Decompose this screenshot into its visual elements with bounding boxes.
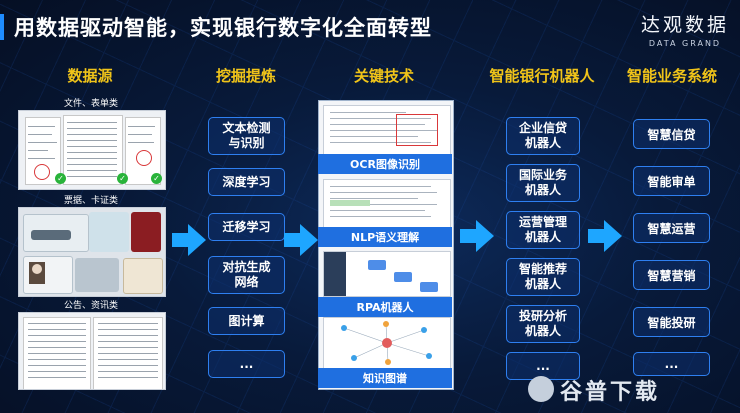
system-item-label: 智慧信贷 (647, 127, 696, 142)
system-item-label: 智慧营销 (647, 268, 696, 283)
logo-name-cn: 达观数据 (640, 14, 729, 36)
system-item-smart-marketing: 智慧营销 (633, 260, 710, 290)
robot-item-label: 企业信贷 机器人 (518, 121, 567, 150)
system-item-label: 智慧运营 (647, 221, 696, 236)
arrow-right-icon (172, 224, 206, 256)
mining-item-graph-computing: 图计算 (208, 307, 285, 335)
column-heading-robots: 智能银行机器人 (489, 67, 595, 85)
mining-item-deep-learning: 深度学习 (208, 168, 285, 196)
system-item-smart-investment: 智能投研 (633, 307, 710, 337)
ocr-screenshot (323, 105, 451, 157)
title-accent-bar (0, 14, 4, 40)
source-image-bills-cards (18, 207, 166, 297)
arrow-right-icon (460, 220, 494, 252)
mining-item-transfer-learning: 迁移学习 (208, 213, 285, 241)
system-item-label: 智能审单 (647, 174, 696, 189)
robot-item-international: 国际业务 机器人 (506, 164, 580, 202)
knowledge-graph-screenshot (323, 317, 451, 369)
arrow-right-icon (284, 224, 318, 256)
robot-item-label: 国际业务 机器人 (518, 168, 567, 197)
column-heading-mining: 挖掘提炼 (215, 67, 276, 85)
source-image-announcements (18, 312, 166, 390)
robot-item-corporate-credit: 企业信贷 机器人 (506, 117, 580, 155)
logo-name-en: DATA GRAND (648, 39, 722, 48)
robot-item-label: 运营管理 机器人 (518, 215, 567, 244)
robot-item-label: 智能推荐 机器人 (518, 262, 567, 291)
mining-item-more: ... (208, 350, 285, 378)
source-label-announcements: 公告、资讯类 (63, 301, 118, 311)
robot-item-label: ... (536, 358, 550, 373)
mining-item-label: 图计算 (228, 313, 265, 328)
watermark-text: 谷普下载 (560, 380, 661, 405)
robot-item-research-analysis: 投研分析 机器人 (506, 305, 580, 343)
brand-logo: 达观数据 DATA GRAND (640, 10, 730, 48)
check-icon: ✓ (117, 173, 128, 184)
tech-label-ocr: OCR图像识别 (318, 154, 452, 174)
system-item-more: ... (633, 352, 710, 376)
arrow-right-icon (588, 220, 622, 252)
mining-item-label: ... (239, 356, 254, 371)
system-item-smart-operations: 智慧运营 (633, 213, 710, 243)
source-label-forms: 文件、表单类 (63, 99, 118, 109)
rpa-screenshot (323, 251, 451, 297)
column-heading-data-sources: 数据源 (67, 67, 113, 85)
mining-item-label: 迁移学习 (222, 219, 271, 234)
source-label-bills-cards: 票据、卡证类 (63, 196, 118, 206)
nlp-screenshot (323, 179, 451, 231)
check-icon: ✓ (55, 173, 66, 184)
check-icon: ✓ (151, 173, 162, 184)
robot-item-operations: 运营管理 机器人 (506, 211, 580, 249)
column-heading-systems: 智能业务系统 (626, 67, 717, 85)
system-item-label: ... (664, 357, 679, 371)
robot-item-recommendation: 智能推荐 机器人 (506, 258, 580, 296)
system-item-smart-credit: 智慧信贷 (633, 119, 710, 149)
mining-item-label: 文本检测 与识别 (222, 121, 271, 150)
robot-item-label: 投研分析 机器人 (518, 309, 567, 338)
system-item-smart-review: 智能审单 (633, 166, 710, 196)
watermark-logo-icon (528, 376, 554, 402)
mining-item-label: 对抗生成 网络 (222, 260, 271, 289)
tech-label-nlp: NLP语义理解 (318, 227, 452, 247)
page-title: 用数据驱动智能，实现银行数字化全面转型 (14, 16, 432, 40)
mining-item-label: 深度学习 (222, 174, 271, 189)
tech-label-rpa: RPA机器人 (318, 297, 452, 317)
system-item-label: 智能投研 (647, 315, 696, 330)
mining-item-text-detection: 文本检测 与识别 (208, 117, 285, 155)
tech-label-knowledge-graph: 知识图谱 (318, 368, 452, 388)
column-heading-key-tech: 关键技术 (353, 67, 414, 85)
mining-item-gan: 对抗生成 网络 (208, 256, 285, 294)
source-image-forms: ✓ ✓ ✓ (18, 110, 166, 190)
